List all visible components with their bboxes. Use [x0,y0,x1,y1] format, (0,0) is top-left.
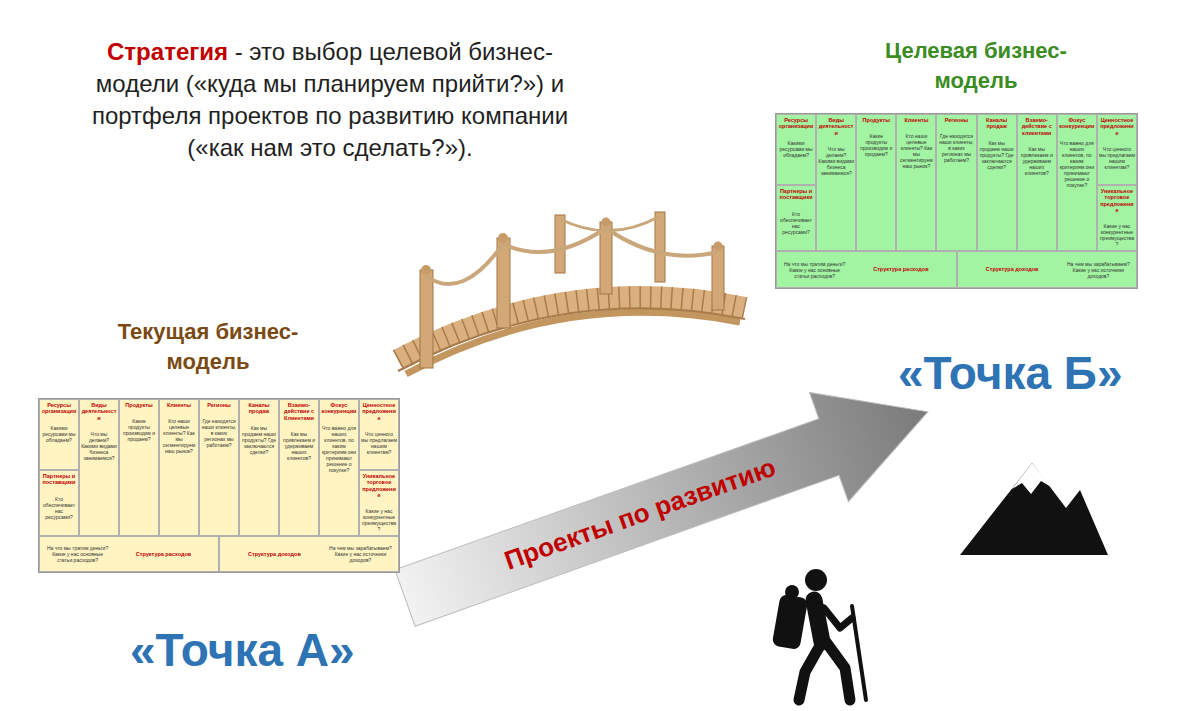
cell-heading: Каналы продаж [241,402,277,415]
canvas-cell: Фокус конкуренцииЧто важно для наших кли… [1057,114,1097,251]
mountain-icon [960,463,1108,555]
cell-question: На что мы тратим деньги? Какие у нас осн… [46,545,109,563]
cell-question: Где находятся наши клиенты, в каких реги… [938,133,974,163]
point-label: «Точка А» [130,625,355,676]
canvas-cell: РегионыГде находятся наши клиенты, в как… [936,114,976,251]
cell-question: Кто обеспечивает нас ресурсами? [778,211,814,235]
cell-question: На чем мы зарабатываем? Какие у нас исто… [1067,261,1130,279]
canvas-heading: Текущая бизнес-модель [78,317,338,377]
cell-heading: Фокус конкуренции [321,402,357,415]
cell-heading: Ресурсы организации [41,402,77,415]
cell-question: Что важно для наших клиентов, по каким к… [1059,140,1095,188]
canvas-cell: Взаимо-действие с КлиентамиКак мы привле… [279,399,319,536]
hiker-icon [772,569,866,700]
cell-heading: Партнеры и поставщики [778,188,814,201]
canvas-cell: На что мы тратим деньги? Какие у нас осн… [39,536,219,572]
cell-heading: Каналы продаж [979,117,1015,130]
cell-question: Кто наши целевые клиенты? Как мы сегмент… [161,418,197,454]
cell-heading: Партнеры и поставщики [41,473,77,486]
canvas-cell: Ценностное предложениеЧто ценного мы пре… [359,399,399,470]
canvas-cell: Партнеры и поставщикиКто обеспечивает на… [776,185,816,251]
cell-heading: Виды деятельности [818,117,854,136]
cell-question: Что мы делаем? Какими видами бизнеса зан… [81,431,117,461]
cell-heading: Клиенты [898,117,934,123]
canvas-cell: Уникальное торговое предложениеКакие у н… [359,470,399,536]
cell-heading: Регионы [938,117,974,123]
canvas-cell: Каналы продажКак мы продаем наши продукт… [239,399,279,536]
cell-heading: Взаимо-действие с клиентами [1019,117,1055,136]
canvas-cell: Виды деятельностиЧто мы делаем? Какими в… [816,114,856,251]
cell-question: Что важно для наших клиентов, по каким к… [321,425,357,473]
cell-heading: Структура расходов [115,551,212,557]
cell-heading: Регионы [201,402,237,408]
cell-question: Какими ресурсами мы обладаем? [41,425,77,443]
cell-heading: Ценностное предложение [1099,117,1135,136]
canvas-cell: Виды деятельностиЧто мы делаем? Какими в… [79,399,119,536]
arrow-label: Проекты по развитию [501,453,779,576]
cell-heading: Уникальное торговое предложение [1099,188,1135,213]
canvas-cell: Ресурсы организацииКакими ресурсами мы о… [39,399,79,470]
strategy-keyword: Стратегия [107,38,228,65]
canvas-cell: КлиентыКто наши целевые клиенты? Как мы … [896,114,936,251]
business-model-canvas: Текущая бизнес-модельРесурсы организации… [38,398,400,573]
canvas-cell: ПродуктыКакие продукты производим и прод… [856,114,896,251]
cell-question: Как мы привлекаем и удерживаем наших кли… [1019,146,1055,176]
canvas-cell: Уникальное торговое предложениеКакие у н… [1097,185,1137,251]
canvas-cell: Ресурсы организацииКакими ресурсами мы о… [776,114,816,185]
cell-question: Кто наши целевые клиенты? Как мы сегмент… [898,133,934,169]
cell-heading: Структура расходов [852,266,949,272]
cell-question: Какие у нас конкурентные преимущества? [1099,223,1135,247]
cell-heading: Клиенты [161,402,197,408]
cell-heading: Виды деятельности [81,402,117,421]
cell-question: На что мы тратим деньги? Какие у нас осн… [783,261,846,279]
cell-question: Что ценного мы предлагаем нашим клиентам… [1099,146,1135,170]
canvas-cell: Структура доходов На чем мы зарабатываем?… [957,251,1138,288]
canvas-cell: На что мы тратим деньги? Какие у нас осн… [776,251,957,288]
cell-heading: Структура доходов [964,266,1061,272]
bridge-illustration [398,212,745,374]
cell-heading: Ресурсы организации [778,117,814,130]
cell-heading: Фокус конкуренции [1059,117,1095,130]
canvas-cell: РегионыГде находятся наши клиенты, в как… [199,399,239,536]
cell-heading: Структура доходов [226,551,323,557]
canvas-cell: Партнеры и поставщикиКто обеспечивает на… [39,470,79,536]
cell-question: Как мы продаем наши продукты? Где заключ… [979,140,1015,170]
cell-question: Как мы привлекаем и удерживаем наших кли… [281,431,317,461]
cell-question: Кто обеспечивает нас ресурсами? [41,496,77,520]
development-arrow [386,357,948,652]
cell-heading: Продукты [858,117,894,123]
cell-question: На чем мы зарабатываем? Какие у нас исто… [329,545,392,563]
cell-question: Какие продукты производим и продаем? [121,418,157,442]
cell-question: Какими ресурсами мы обладаем? [778,140,814,158]
cell-heading: Ценностное предложение [361,402,397,421]
canvas-cell: Структура доходов На чем мы зарабатываем?… [219,536,399,572]
canvas-cell: Каналы продажКак мы продаем наши продукт… [977,114,1017,251]
cell-heading: Продукты [121,402,157,408]
cell-heading: Уникальное торговое предложение [361,473,397,498]
strategy-text: Стратегия- это выбор целевой бизнес-моде… [75,36,585,164]
canvas-cell: Взаимо-действие с клиентамиКак мы привле… [1017,114,1057,251]
cell-question: Что мы делаем? Какими видами бизнеса зан… [818,146,854,176]
canvas-heading: Целевая бизнес-модель [846,36,1106,96]
canvas-cell: Фокус конкуренцииЧто важно для наших кли… [319,399,359,536]
canvas-cell: Ценностное предложениеЧто ценного мы пре… [1097,114,1137,185]
cell-question: Где находятся наши клиенты, в каких реги… [201,418,237,448]
business-model-canvas: Целевая бизнес-модельРесурсы организации… [775,113,1138,289]
point-label: «Точка Б» [898,348,1122,399]
cell-question: Что ценного мы предлагаем нашим клиентам… [361,431,397,455]
cell-question: Какие у нас конкурентные преимущества? [361,508,397,532]
cell-question: Как мы продаем наши продукты? Где заключ… [241,425,277,455]
cell-heading: Взаимо-действие с Клиентами [281,402,317,421]
canvas-cell: КлиентыКто наши целевые клиенты? Как мы … [159,399,199,536]
cell-question: Какие продукты производим и продаем? [858,133,894,157]
canvas-cell: ПродуктыКакие продукты производим и прод… [119,399,159,536]
